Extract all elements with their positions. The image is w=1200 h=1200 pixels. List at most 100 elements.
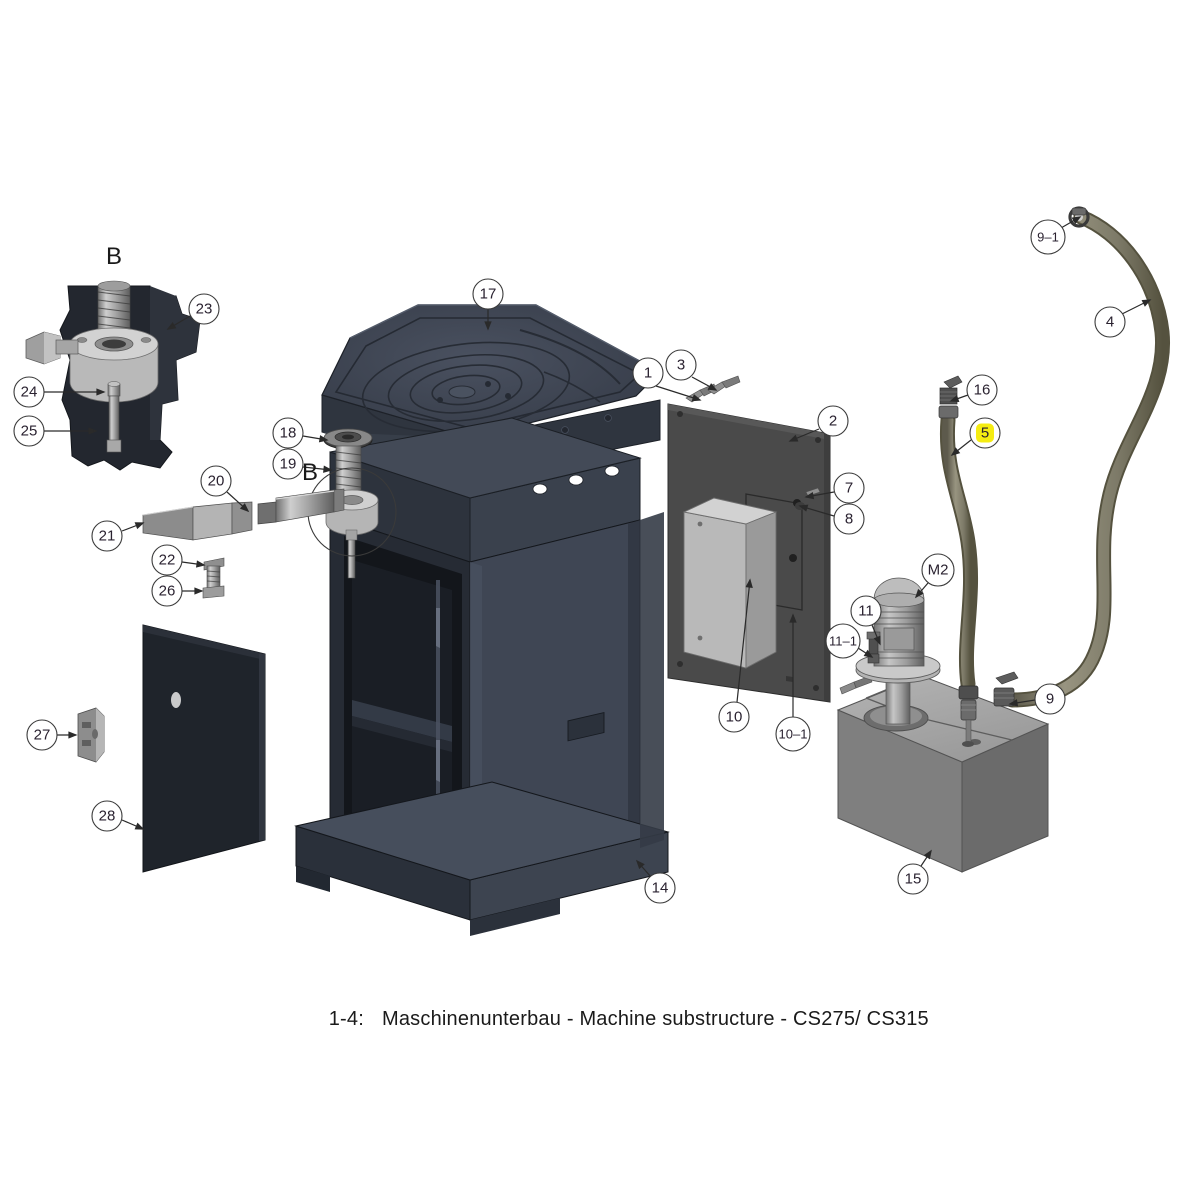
balloon-label-8: 8 xyxy=(845,511,853,528)
balloon-label-28: 28 xyxy=(99,808,116,825)
balloon-4[interactable]: 4 xyxy=(1094,306,1126,338)
leader-arrow-25 xyxy=(88,427,98,435)
balloon-circle-24 xyxy=(13,376,45,408)
balloon-label-27: 27 xyxy=(34,727,51,744)
leader-line-1 xyxy=(655,385,701,401)
balloon-24[interactable]: 24 xyxy=(13,376,45,408)
electrical-enclosure-box xyxy=(682,497,778,669)
leader-arrow-9 xyxy=(1008,699,1019,707)
balloon-circle-11-1 xyxy=(825,623,861,659)
balloon-14[interactable]: 14 xyxy=(644,872,676,904)
balloon-highlight-5 xyxy=(976,423,994,443)
balloon-label-19: 19 xyxy=(280,456,297,473)
balloon-10[interactable]: 10 xyxy=(718,701,750,733)
balloon-9[interactable]: 9 xyxy=(1034,683,1066,715)
detail-b-leveling-foot-pad xyxy=(69,327,159,403)
balloon-5[interactable]: 5 xyxy=(969,417,1001,449)
caption-text: Maschinenunterbau - Machine substructure… xyxy=(382,1008,929,1030)
balloon-20[interactable]: 20 xyxy=(200,465,232,497)
leader-arrow-8 xyxy=(798,504,809,512)
balloon-circle-4 xyxy=(1094,306,1126,338)
balloon-circle-27 xyxy=(26,719,58,751)
balloon-M2[interactable]: M2 xyxy=(921,553,955,587)
balloon-1[interactable]: 1 xyxy=(632,357,664,389)
balloon-label-21: 21 xyxy=(99,528,116,545)
detail-letter-detail-b-main: B xyxy=(302,459,318,486)
leader-arrow-26 xyxy=(194,587,204,595)
leader-arrow-14 xyxy=(635,859,645,870)
leader-arrow-10-1 xyxy=(789,613,797,623)
balloon-circle-17 xyxy=(472,278,504,310)
cabinet-base-frame xyxy=(294,417,670,936)
balloon-circle-28 xyxy=(91,800,123,832)
leader-arrow-21 xyxy=(134,522,145,530)
leader-arrow-3 xyxy=(707,383,718,391)
balloon-label-11-1: 11–1 xyxy=(829,634,857,649)
balloon-25[interactable]: 25 xyxy=(13,415,45,447)
leader-arrow-19 xyxy=(323,465,333,473)
balloon-8[interactable]: 8 xyxy=(833,503,865,535)
balloon-circle-14 xyxy=(644,872,676,904)
leader-arrow-7 xyxy=(804,492,815,500)
leader-arrow-5 xyxy=(950,447,961,457)
balloon-label-M2: M2 xyxy=(928,562,949,579)
detail-view-b-group xyxy=(25,280,201,471)
leader-arrow-11-1 xyxy=(863,649,874,658)
detail-letter-detail-b-top: B xyxy=(106,243,122,270)
leader-arrow-2 xyxy=(788,434,799,442)
detail-b-hex-bolt xyxy=(107,381,121,397)
balloon-label-3: 3 xyxy=(677,357,685,374)
coolant-pump-motor xyxy=(855,577,941,725)
leader-arrow-15 xyxy=(923,849,932,860)
balloon-circle-20 xyxy=(200,465,232,497)
balloon-3[interactable]: 3 xyxy=(665,349,697,381)
balloon-17[interactable]: 17 xyxy=(472,278,504,310)
balloon-23[interactable]: 23 xyxy=(188,293,220,325)
balloon-21[interactable]: 21 xyxy=(91,520,123,552)
balloon-label-22: 22 xyxy=(159,552,176,569)
balloon-18[interactable]: 18 xyxy=(272,417,304,449)
balloon-7[interactable]: 7 xyxy=(833,472,865,504)
balloon-26[interactable]: 26 xyxy=(151,575,183,607)
balloon-22[interactable]: 22 xyxy=(151,544,183,576)
leader-arrow-28 xyxy=(134,822,145,830)
balloon-11-1[interactable]: 11–1 xyxy=(825,623,861,659)
door-latch xyxy=(77,707,105,763)
balloon-circle-23 xyxy=(188,293,220,325)
leader-arrow-22 xyxy=(195,560,206,568)
leader-arrow-17 xyxy=(484,321,492,331)
balloon-circle-19 xyxy=(272,448,304,480)
balloon-15[interactable]: 15 xyxy=(897,863,929,895)
balloon-circle-21 xyxy=(91,520,123,552)
leader-lines xyxy=(44,216,1152,878)
balloon-label-14: 14 xyxy=(652,880,669,897)
balloon-label-4: 4 xyxy=(1106,314,1114,331)
balloon-label-15: 15 xyxy=(905,871,922,888)
balloon-label-26: 26 xyxy=(159,583,176,600)
balloon-19[interactable]: 19 xyxy=(272,448,304,480)
balloon-circle-11 xyxy=(850,595,882,627)
balloon-28[interactable]: 28 xyxy=(91,800,123,832)
detail-view-letters: BB xyxy=(106,243,318,486)
balloon-11[interactable]: 11 xyxy=(850,595,882,627)
leader-arrow-11 xyxy=(873,635,881,646)
caption-number: 1-4: xyxy=(328,1008,364,1030)
balloon-27[interactable]: 27 xyxy=(26,719,58,751)
detail-b-corner-bracket xyxy=(25,331,79,365)
leader-arrow-9-1 xyxy=(1071,216,1082,224)
leader-line-10 xyxy=(736,579,751,703)
balloon-circle-10 xyxy=(718,701,750,733)
balloon-10-1[interactable]: 10–1 xyxy=(775,716,811,752)
balloon-label-7: 7 xyxy=(845,480,853,497)
leader-arrow-M2 xyxy=(914,588,924,599)
operating-rod-assembly xyxy=(142,488,345,541)
leader-arrow-20 xyxy=(239,503,250,513)
balloon-label-17: 17 xyxy=(480,286,497,303)
balloon-9-1[interactable]: 9–1 xyxy=(1030,219,1066,255)
balloon-2[interactable]: 2 xyxy=(817,405,849,437)
leader-arrow-27 xyxy=(68,731,78,739)
balloon-circle-9 xyxy=(1034,683,1066,715)
balloon-16[interactable]: 16 xyxy=(966,374,998,406)
balloon-circle-16 xyxy=(966,374,998,406)
